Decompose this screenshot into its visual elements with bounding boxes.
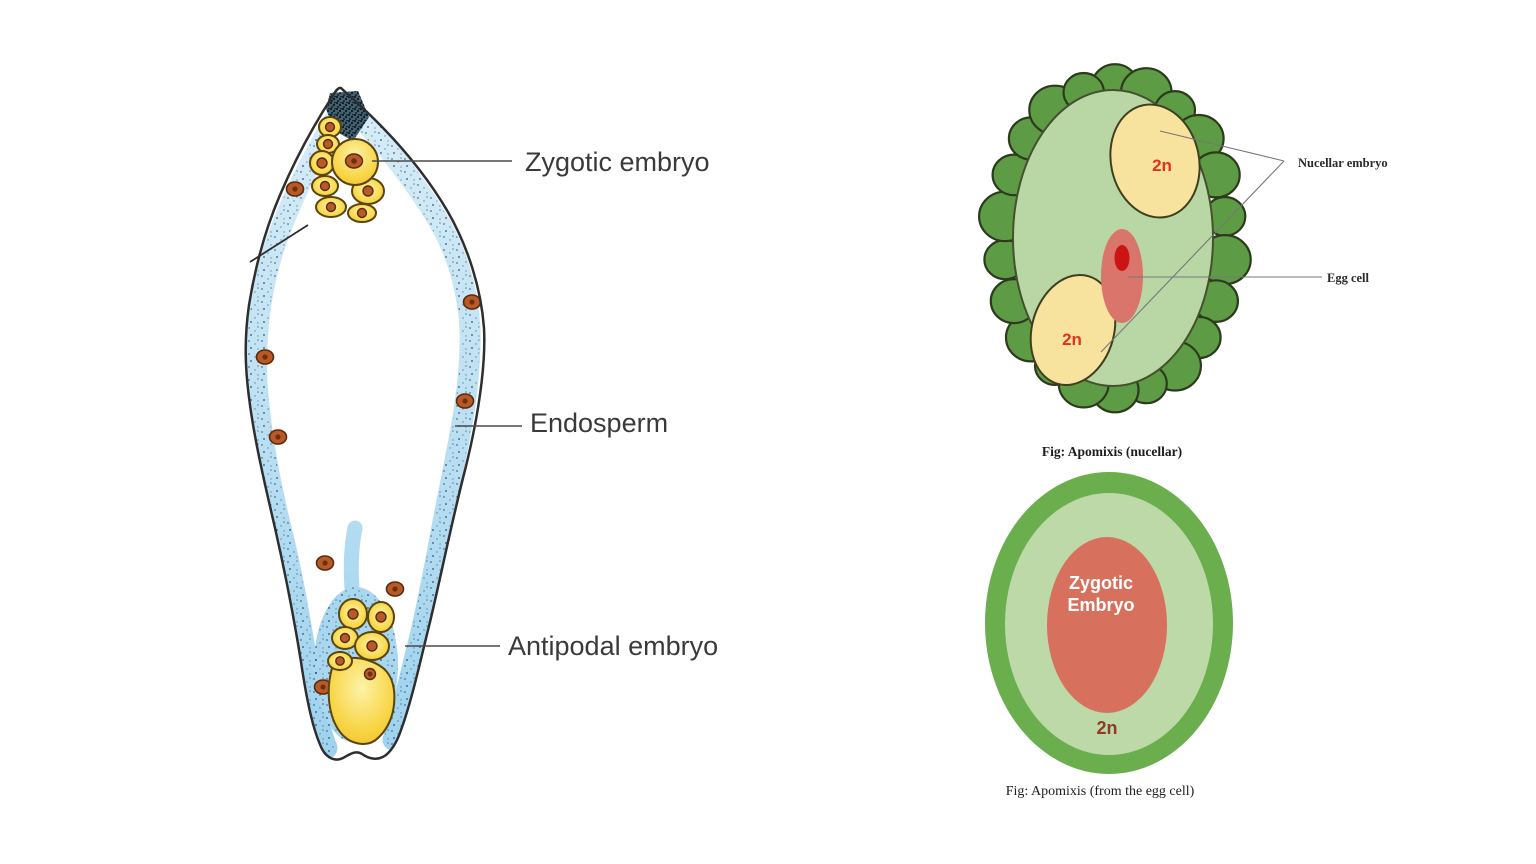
egg-apomixis-caption: Fig: Apomixis (from the egg cell) bbox=[1006, 784, 1195, 799]
nucellar-embryo-top bbox=[1109, 103, 1201, 219]
nucellar-embryo-bottom bbox=[1029, 273, 1117, 387]
antipodal-embryo-label: Antipodal embryo bbox=[508, 631, 718, 661]
stipple-right bbox=[342, 98, 480, 750]
nucellar-caption: Fig: Apomixis (nucellar) bbox=[1042, 444, 1182, 459]
endosperm-label: Endosperm bbox=[530, 408, 668, 438]
nucellar-leader-top bbox=[1159, 130, 1285, 162]
zygotic-embryo-label: Zygotic embryo bbox=[525, 147, 710, 177]
zygotic-embryo-text-line1: Zygotic bbox=[1069, 573, 1133, 593]
ovule-section-diagram: Zygotic embryo Endosperm Antipodal embry… bbox=[244, 86, 718, 761]
nucellar-leader-bottom bbox=[1100, 160, 1285, 353]
apomixis-nucellar-diagram: 2n 2n Nucellar embryo Egg cell Fig: Apom… bbox=[977, 63, 1388, 459]
ploidy-bottom-label: 2n bbox=[1062, 330, 1082, 349]
egg-cell-shape bbox=[1101, 229, 1143, 323]
apomixis-egg-cell-diagram: Zygotic Embryo 2n Fig: Apomixis (from th… bbox=[985, 472, 1233, 799]
egg-cell-label: Egg cell bbox=[1327, 271, 1370, 285]
zygotic-embryo-nuclei bbox=[316, 121, 374, 219]
antipodal-embryo-nuclei bbox=[335, 608, 387, 681]
ploidy-top-label: 2n bbox=[1152, 156, 1172, 175]
nucellar-embryo-label: Nucellar embryo bbox=[1298, 156, 1388, 170]
stipple-left bbox=[247, 93, 355, 758]
zygotic-embryo-shape bbox=[1047, 537, 1167, 713]
egg-cell-nucleus bbox=[1114, 245, 1130, 271]
egg-ploidy-label: 2n bbox=[1096, 718, 1117, 738]
endosperm-nuclei-cores bbox=[262, 186, 475, 690]
seed-crease bbox=[249, 224, 309, 263]
zygotic-embryo-text-line2: Embryo bbox=[1067, 595, 1134, 615]
